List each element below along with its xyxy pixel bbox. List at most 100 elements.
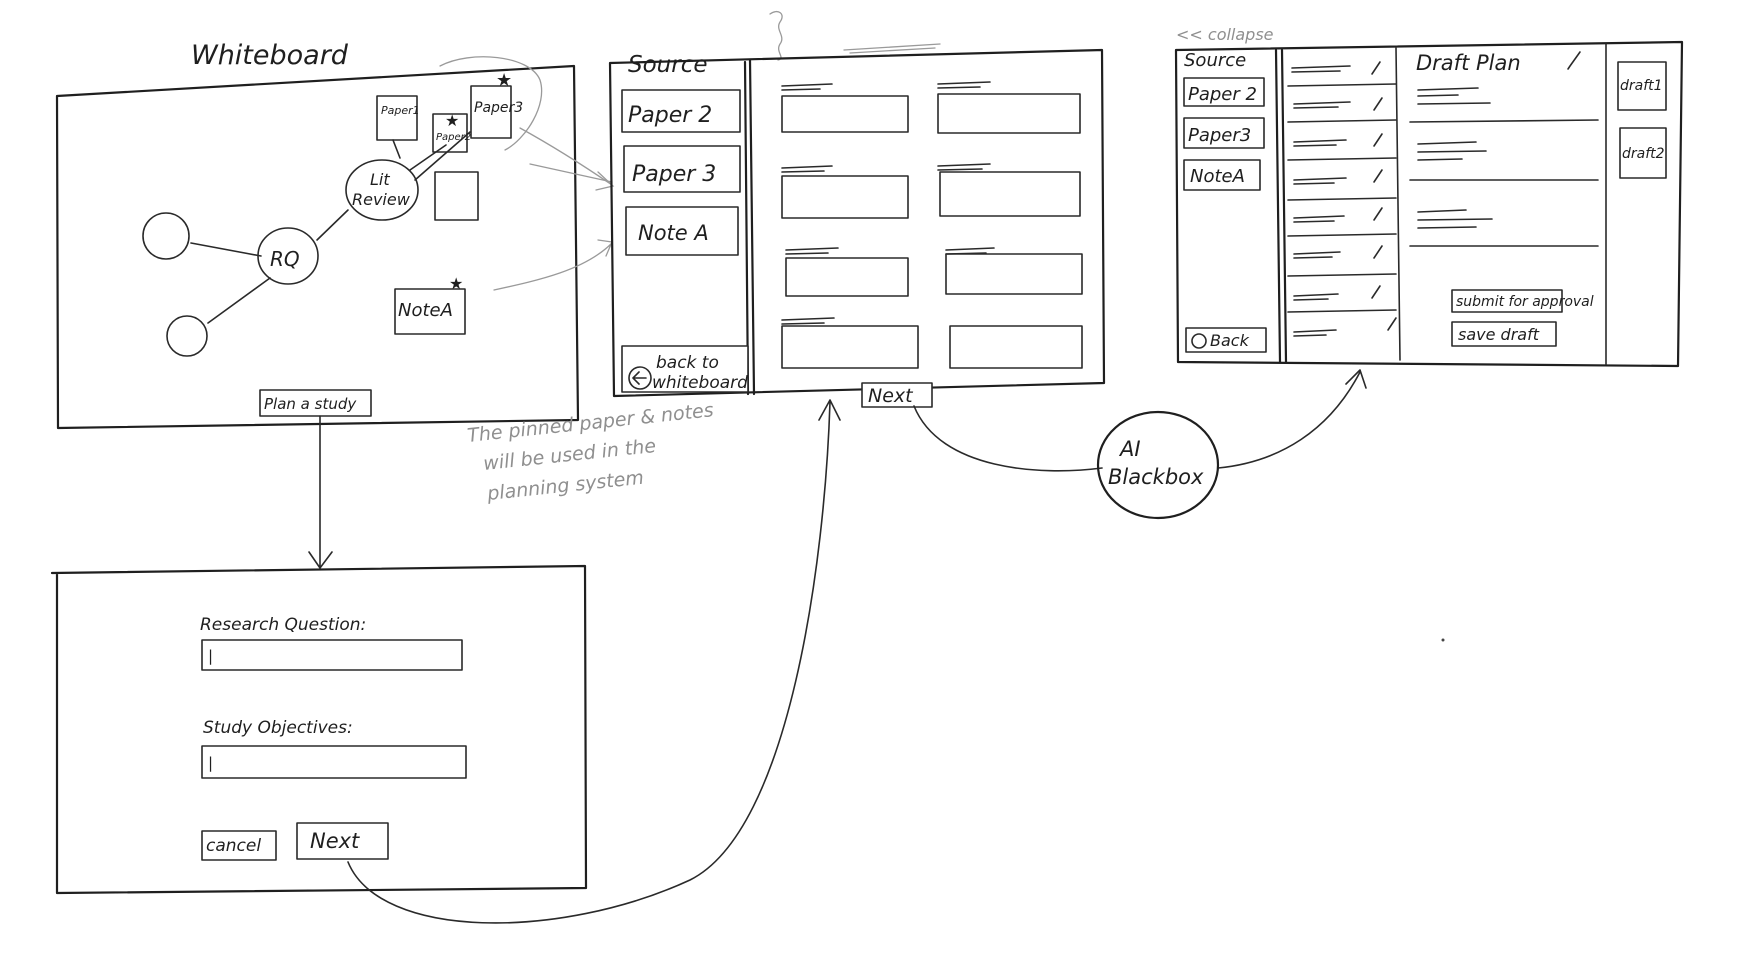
arrow-form-to-source — [347, 399, 841, 924]
draft-back-icon — [1191, 333, 1207, 349]
content-card — [781, 95, 909, 133]
content-line — [781, 83, 833, 91]
paper2-label: Paper2 — [436, 132, 471, 143]
study-objectives-label: Study Objectives: — [203, 718, 353, 738]
edge-lit-paper2 — [409, 144, 447, 171]
draft-source-item-paper3[interactable]: Paper3 — [1183, 117, 1265, 149]
content-card — [785, 257, 909, 297]
whiteboard-frame — [55, 64, 580, 430]
back-to-whiteboard-button[interactable]: back to whiteboard — [621, 345, 749, 393]
draft-source-item-note-a-frame — [1183, 159, 1261, 191]
rq-label: RQ — [270, 247, 300, 271]
study-objectives-field — [201, 745, 467, 779]
whiteboard-title: Whiteboard — [191, 40, 349, 71]
study-objectives-input[interactable]: | — [201, 745, 467, 779]
blank-card — [434, 171, 479, 221]
content-card — [939, 171, 1081, 217]
source-title: Source — [628, 52, 708, 78]
draft-divider — [1409, 119, 1599, 123]
note-a-label: NoteA — [398, 300, 453, 321]
content-line — [937, 163, 991, 171]
row-divider — [1287, 83, 1397, 87]
row-divider — [1287, 233, 1397, 237]
row-line — [1293, 251, 1341, 259]
arrow-note-to-source — [493, 239, 613, 291]
source-item-note-a[interactable]: Note A — [625, 206, 739, 256]
draft-middle-divider — [1395, 47, 1401, 361]
lit-review-label-1: Lit — [370, 170, 390, 189]
draft-source-item-paper2[interactable]: Paper 2 — [1183, 77, 1265, 107]
edit-pencil-icon — [1373, 97, 1383, 111]
research-question-value: | — [208, 647, 213, 665]
source-item-paper3-label: Paper 3 — [632, 162, 716, 187]
top-scribble-2 — [843, 43, 941, 54]
plan-a-study-button[interactable]: Plan a study — [259, 389, 372, 417]
row-line — [1293, 139, 1347, 147]
content-line — [785, 247, 839, 255]
ai-blackbox: AI Blackbox — [1096, 410, 1220, 520]
source-next-button-frame — [861, 382, 933, 408]
whiteboard-panel: Whiteboard RQ Lit Review Paper1 Paper2 ★… — [55, 40, 580, 430]
draft2-tab-frame — [1619, 127, 1667, 179]
stray-dot — [1441, 638, 1445, 642]
edit-pencil-icon — [1387, 317, 1397, 331]
submit-for-approval-label: submit for approval — [1456, 294, 1594, 310]
back-to-whiteboard-label-1: back to — [656, 353, 719, 373]
rq-node — [257, 227, 319, 285]
arrow-source-to-draft — [913, 369, 1367, 472]
draft-back-button-label: Back — [1210, 331, 1250, 350]
collapse-link[interactable]: << collapse — [1176, 25, 1274, 44]
form-next-button-frame — [296, 822, 389, 860]
research-question-input[interactable]: | — [201, 639, 463, 671]
row-line — [1293, 293, 1339, 301]
top-scribble — [769, 10, 783, 61]
edit-pencil-icon — [1373, 207, 1383, 221]
row-divider — [1287, 157, 1397, 161]
draft-line — [1417, 141, 1487, 161]
arrow-paper2-to-source — [529, 163, 613, 183]
cancel-button-frame — [201, 830, 277, 861]
empty-node-2 — [166, 315, 208, 357]
paper3-label: Paper3 — [474, 100, 523, 116]
draft2-tab[interactable]: draft2 — [1619, 127, 1667, 179]
edit-draft-pencil-icon — [1567, 51, 1581, 70]
save-draft-label: save draft — [1458, 325, 1540, 344]
save-draft-button[interactable]: save draft — [1451, 321, 1557, 347]
plan-form-panel: Research Question: | Study Objectives: |… — [50, 564, 588, 895]
draft-source-title: Source — [1184, 50, 1246, 71]
source-item-paper2[interactable]: Paper 2 — [621, 89, 741, 133]
study-objectives-value: | — [208, 754, 213, 772]
draft1-tab[interactable]: draft1 — [1617, 61, 1667, 111]
draft-back-button[interactable]: Back — [1185, 327, 1267, 353]
submit-for-approval-frame — [1451, 289, 1563, 313]
pin-highlight-loop — [439, 56, 543, 151]
edge-rq-lit — [316, 209, 349, 241]
edit-pencil-icon — [1371, 285, 1381, 299]
ai-blackbox-label-2: Blackbox — [1108, 465, 1204, 489]
note-a-star-icon: ★ — [449, 274, 463, 293]
draft-source-divider — [1274, 48, 1288, 364]
source-view-panel: Source Paper 2 Paper 3 Note A back to wh… — [608, 10, 1106, 408]
row-divider — [1287, 309, 1397, 313]
cancel-button[interactable]: cancel — [201, 830, 277, 861]
back-arrow-icon — [628, 366, 652, 390]
source-item-paper3-frame — [623, 145, 741, 193]
paper3-star-icon: ★ — [496, 70, 512, 91]
paper3-card — [470, 85, 512, 139]
source-item-paper3[interactable]: Paper 3 — [623, 145, 741, 193]
back-to-whiteboard-label-2: whiteboard — [652, 373, 748, 393]
lit-review-label-2: Review — [352, 190, 411, 209]
source-next-button[interactable]: Next — [861, 382, 933, 408]
content-line — [781, 165, 833, 173]
draft-plan-lines — [1409, 87, 1599, 247]
form-next-button[interactable]: Next — [296, 822, 389, 860]
submit-for-approval-button[interactable]: submit for approval — [1451, 289, 1594, 313]
edge-lit-paper3 — [414, 131, 471, 181]
source-item-paper2-label: Paper 2 — [628, 103, 712, 128]
cancel-button-label: cancel — [206, 836, 261, 856]
draft-source-item-note-a[interactable]: NoteA — [1183, 159, 1261, 191]
draft-middle-rows — [1287, 61, 1397, 337]
paper2-star-icon: ★ — [445, 111, 459, 130]
source-view-frame — [608, 48, 1106, 398]
